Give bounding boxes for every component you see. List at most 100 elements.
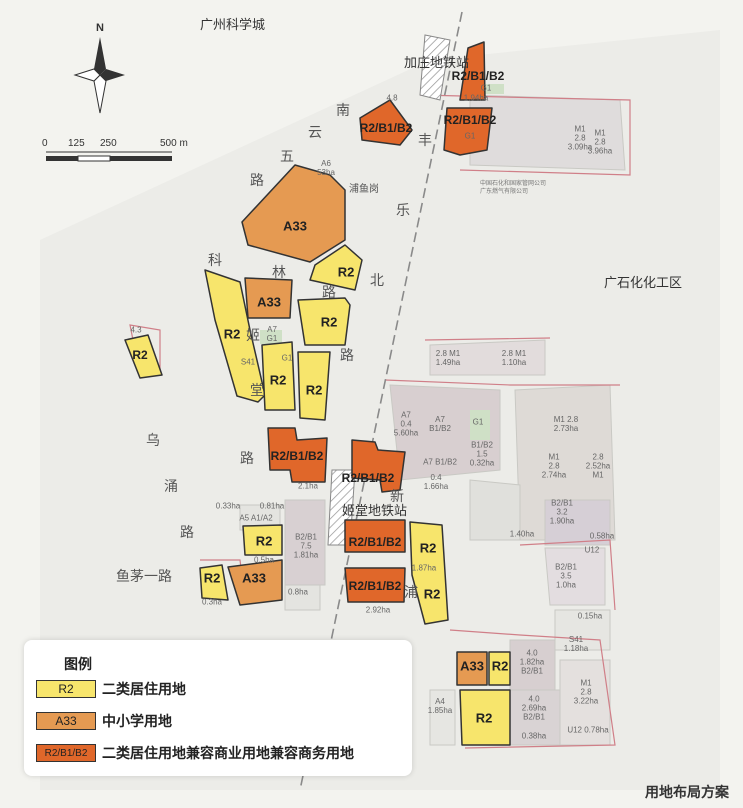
minor-code: U12 [584,545,600,555]
minor-code: 0.58ha [589,531,615,541]
minor-code: 0.5ha [253,555,275,565]
place-jiazhuang-station: 加庄地铁站 [404,55,470,70]
zone-label: R2/B1/B2 [348,535,402,549]
company-note-1: 中国石化和国家管网公司 [480,181,547,187]
minor-code: B2/B1 3.2 1.90ha [549,498,575,526]
scale-bar [46,151,172,162]
minor-code: 1.94ha [463,93,489,103]
road-char-lu4: 路 [240,450,254,466]
zone-label: R2 [419,540,437,556]
minor-code: 1.40ha [509,529,535,539]
minor-code: S41 [240,357,256,367]
legend-title: 图例 [64,656,92,672]
zone-label: A33 [242,570,266,586]
place-jitang-station: 姬堂地铁站 [342,503,408,518]
zone-label: R2/B1/B2 [443,113,497,127]
green-space [260,84,504,440]
zone-label: R2 [491,658,509,674]
minor-code: 2.8 M1 1.49ha [435,349,461,367]
legend-item-r2: R2 二类居住用地 [36,678,186,700]
minor-code: G1 [464,131,476,141]
road-lines [129,94,631,749]
minor-code: A7 B1/B2 [429,415,451,433]
legend-swatch: R2/B1/B2 [36,744,96,762]
legend-item-a33: A33 中小学用地 [36,710,172,732]
scale-label-250: 250 [100,138,117,149]
place-science-city: 广州科学城 [200,17,266,32]
zone-label: R2/B1/B2 [359,121,413,135]
road-char-ke: 科 [208,252,222,268]
minor-code: 1.87ha [411,563,437,573]
minor-code: 0.15ha [577,611,603,621]
minor-code: A4 1.85ha [427,697,453,715]
minor-code: 2.1ha [297,481,319,491]
minor-code: 0.33ha [215,501,241,511]
zone-label: R2 [337,264,355,280]
road-char-xin: 新 [390,488,404,504]
road-char-feng: 丰 [418,132,432,148]
minor-code: M1 2.8 3.22ha [573,678,599,706]
minor-code: A7 B1/B2 [423,457,457,467]
scale-label-500: 500 m [160,138,188,149]
zone-label: A33 [283,218,307,234]
zone-label: R2 [305,382,323,398]
legend-panel: 图例 R2 二类居住用地 A33 中小学用地 R2/B1/B2 二类居住用地兼容… [24,640,412,776]
zone-label: R2 [320,314,338,330]
minor-code: B2/B1 3.5 1.0ha [555,562,577,590]
road-char-yong: 涌 [164,478,178,494]
company-note-2: 广东燃气有限公司 [480,189,529,195]
minor-code: 0.3ha [201,597,223,607]
zone-label: R2/B1/B2 [341,471,395,485]
road-char-lu1: 路 [250,172,264,188]
minor-code: 0.4 1.66ha [423,473,449,491]
road-char-pu: 浦 [404,584,418,600]
minor-code: A5 A1/A2 [239,513,273,523]
background-parcels [40,30,720,790]
minor-code: G1 [281,353,293,363]
zone-label: R2 [269,372,287,388]
road-yumao: 鱼茅一路 [116,568,172,584]
road-char-lu2: 路 [340,347,354,363]
minor-code: S41 1.18ha [563,635,589,653]
zone-label: R2/B1/B2 [451,69,505,83]
zone-label: R2/B1/B2 [270,449,324,463]
road-char-yun: 云 [308,124,322,140]
road-char-ji: 姬 [246,327,260,343]
legend-desc: 中小学用地 [102,713,172,729]
zone-label: R2 [423,586,441,602]
north-label: N [96,22,104,34]
minor-code: 0.38ha [521,731,547,741]
zone-label: A33 [257,294,281,310]
legend-swatch: R2 [36,680,96,698]
minor-code: 4.0 1.82ha B2/B1 [519,648,545,676]
zone-label: R2 [223,326,241,342]
minor-code: A6 53ha [317,159,335,177]
minor-code: M1 2.8 2.73ha [553,415,579,433]
legend-desc: 二类居住用地 [102,681,186,697]
place-petrochem-zone: 广石化化工区 [604,275,683,290]
zone-label: R2 [203,570,221,586]
minor-code: G1 [472,417,484,427]
minor-code: 4.8 [386,93,398,103]
compass-icon [73,37,125,114]
minor-code: B1/B2 1.5 0.32ha [469,440,495,468]
road-char-wu2: 乌 [146,432,160,448]
minor-code: M1 2.8 3.09ha [567,124,593,152]
zone-label: R2 [132,348,148,362]
zone-label: R2/B1/B2 [348,579,402,593]
legend-desc: 二类居住用地兼容商业用地兼容商务用地 [102,745,354,761]
minor-code: 2.92ha [365,605,391,615]
minor-code: M1 2.8 2.74ha [541,452,567,480]
minor-code: 0.8ha [287,587,309,597]
minor-code: G1 [480,83,492,93]
road-char-lu5: 路 [180,524,194,540]
zoning-parcels [124,41,511,746]
minor-code: 2.8 2.52ha M1 [585,452,611,480]
map-caption: 用地布局方案 [645,784,729,800]
legend-item-r2b1b2: R2/B1/B2 二类居住用地兼容商业用地兼容商务用地 [36,742,354,764]
minor-code: 0.81ha [259,501,285,511]
minor-code: U12 0.78ha [567,725,609,735]
legend-swatch: A33 [36,712,96,730]
road-char-bei: 北 [370,272,384,288]
